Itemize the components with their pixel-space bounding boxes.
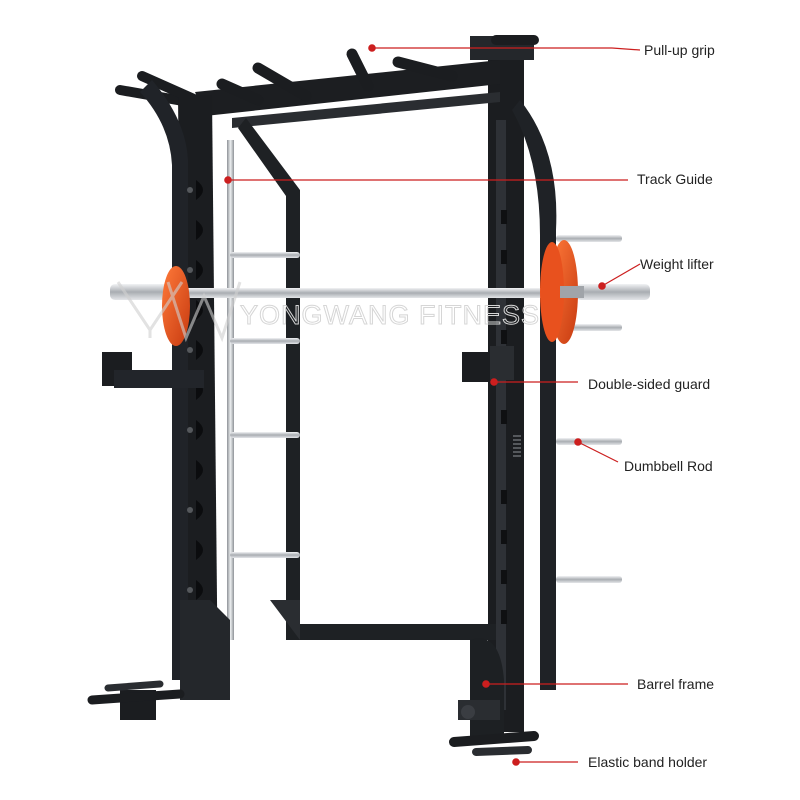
leader-lines (224, 44, 641, 766)
inner-frame (238, 118, 496, 640)
track-guide-rod (227, 140, 234, 640)
left-tower (140, 80, 230, 700)
right-base (449, 638, 539, 756)
olympic-bar (110, 284, 650, 300)
rungs (230, 252, 300, 558)
left-base (87, 680, 185, 720)
label-weight-lifter: Weight lifter (640, 256, 714, 272)
label-track-guide: Track Guide (637, 171, 713, 187)
label-pull-up-grip: Pull-up grip (644, 42, 715, 58)
label-dumbbell-rod: Dumbbell Rod (624, 458, 713, 474)
label-elastic-band-holder: Elastic band holder (588, 754, 708, 770)
label-barrel-frame: Barrel frame (637, 676, 715, 692)
label-double-sided-guard: Double-sided guard (588, 376, 711, 392)
double-sided-guards (102, 346, 514, 388)
watermark-text: YONGWANG FITNESS (240, 300, 540, 330)
watermark-logo (116, 281, 242, 343)
